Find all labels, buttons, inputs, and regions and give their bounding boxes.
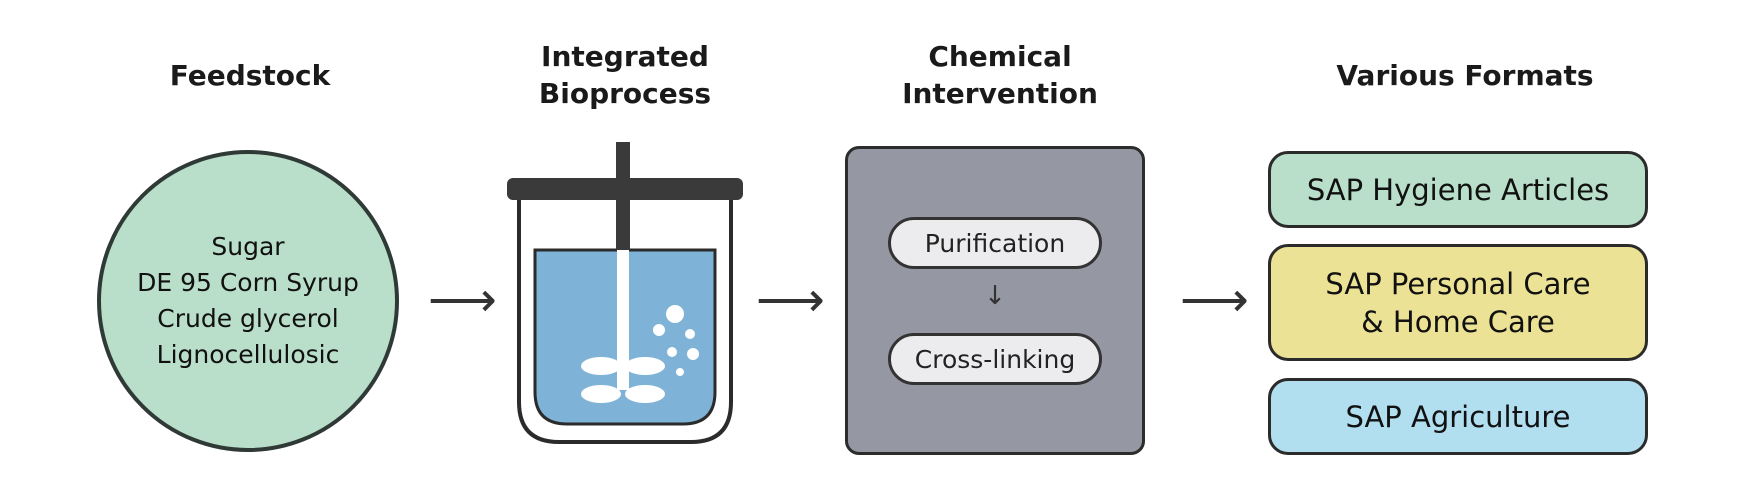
feedstock-circle: Sugar DE 95 Corn Syrup Crude glycerol Li… [97,150,399,452]
flow-arrow-icon: ⟶ [1180,272,1249,328]
stirrer-shaft-top [616,142,630,182]
bubble [685,329,695,339]
down-arrow-icon: ↓ [984,281,1006,311]
chemical-intervention-title: Chemical Intervention [902,40,1098,110]
various-formats-title: Various Formats [1336,59,1594,92]
feedstock-title: Feedstock [169,59,331,92]
stirrer-shaft-dark [616,198,630,250]
cross-linking-step: Cross-linking [888,333,1102,385]
bubble [666,305,684,323]
bubble [676,368,684,376]
impeller-blade [581,357,621,375]
reactor-lid [507,178,743,200]
bioreactor-icon [507,142,743,444]
feedstock-item-lignocellulosic: Lignocellulosic [156,340,340,369]
bubble [653,324,665,336]
feedstock-item-sugar: Sugar [211,232,285,261]
chemical-intervention-panel: Purification ↓ Cross-linking [845,146,1145,455]
impeller-blade [581,385,621,403]
bubble [667,347,677,357]
purification-step: Purification [888,217,1102,269]
flow-arrow-icon: ⟶ [428,272,497,328]
stirrer-shaft [617,250,629,390]
format-personal-home-care: SAP Personal Care & Home Care [1268,244,1648,361]
bioprocess-title: Integrated Bioprocess [538,40,712,110]
feedstock-item-crude-glycerol: Crude glycerol [157,304,339,333]
impeller-blade [625,357,665,375]
impeller-blade [625,385,665,403]
format-agriculture: SAP Agriculture [1268,378,1648,455]
format-hygiene-articles: SAP Hygiene Articles [1268,151,1648,228]
flow-arrow-icon: ⟶ [756,272,825,328]
feedstock-item-corn-syrup: DE 95 Corn Syrup [137,268,359,297]
bubble [687,348,699,360]
